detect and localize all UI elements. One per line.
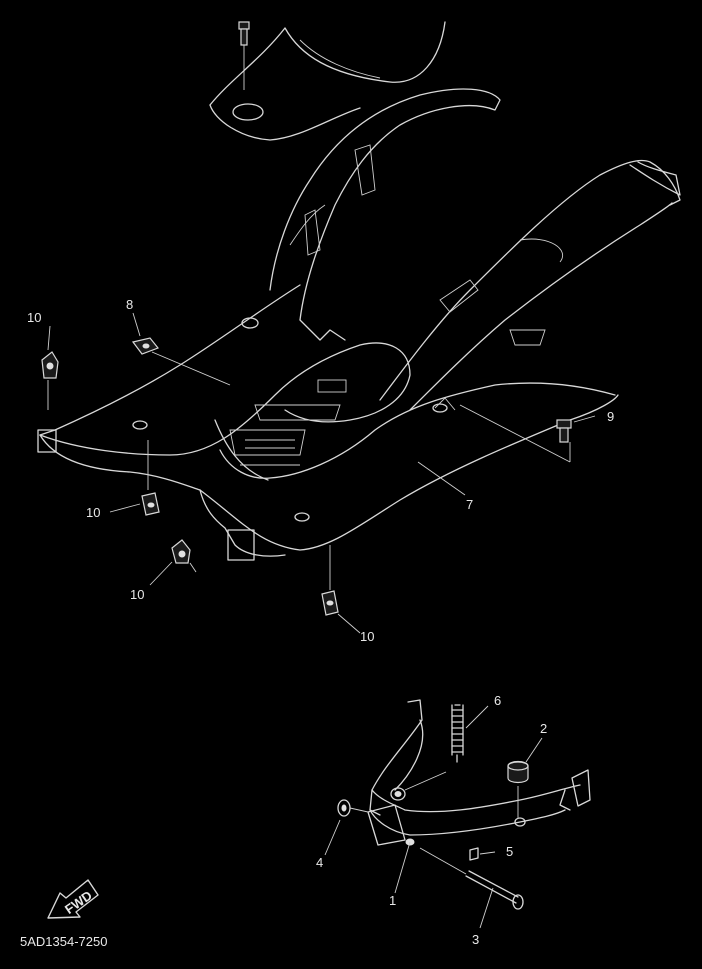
label-part-6: 6 — [494, 693, 501, 708]
label-part-7: 7 — [466, 497, 473, 512]
fwd-arrow-icon: FWD — [47, 879, 99, 919]
clip-nut-10c — [171, 539, 197, 573]
label-part-9: 9 — [607, 409, 614, 424]
washer-4 — [324, 799, 369, 856]
bolt-3 — [419, 847, 524, 929]
pin-5 — [469, 847, 496, 861]
label-part-10c: 10 — [130, 587, 144, 602]
label-part-5: 5 — [506, 844, 513, 859]
label-part-3: 3 — [472, 932, 479, 947]
clip-nut-10a — [41, 351, 59, 410]
spring-6 — [404, 704, 489, 791]
clip-nut-8 — [131, 337, 231, 386]
label-part-2: 2 — [540, 721, 547, 736]
footboard-assembly — [37, 88, 681, 561]
clip-nut-10d — [321, 545, 339, 616]
label-part-10a: 10 — [27, 310, 41, 325]
drawing-code: 5AD1354-7250 — [20, 934, 107, 949]
screw-9 — [459, 404, 572, 463]
label-part-10d: 10 — [360, 629, 374, 644]
label-part-8: 8 — [126, 297, 133, 312]
seat-panel-upper — [209, 21, 446, 141]
bolt-2 — [507, 737, 543, 818]
top-screw — [238, 21, 250, 90]
label-part-10b: 10 — [86, 505, 100, 520]
clip-nut-10b — [141, 440, 160, 516]
leaders-upper — [47, 312, 596, 634]
leader-1 — [394, 841, 411, 894]
side-stand-assembly — [367, 699, 591, 846]
label-part-4: 4 — [316, 855, 323, 870]
label-part-1: 1 — [389, 893, 396, 908]
